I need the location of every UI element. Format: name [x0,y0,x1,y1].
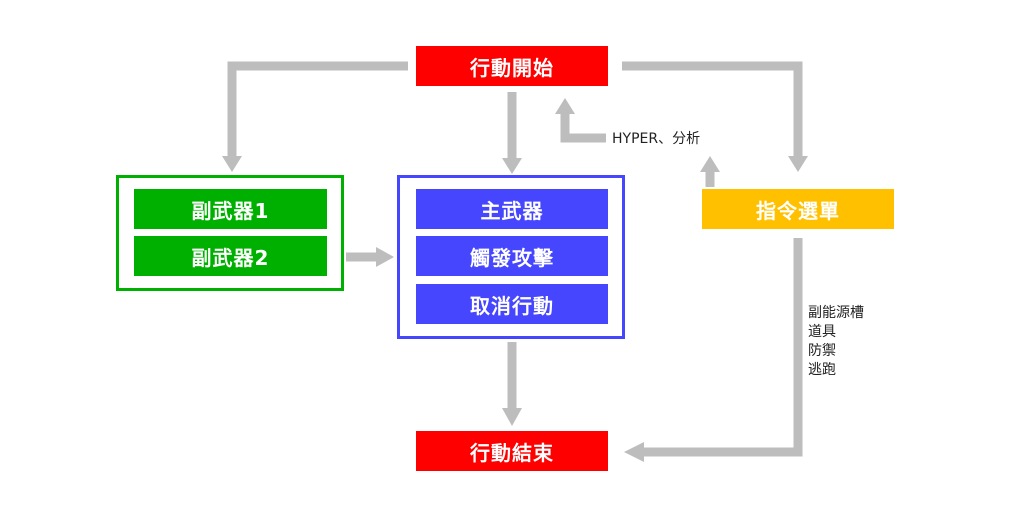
arrowhead-end [502,408,522,426]
edge-label-menu-options: 副能源槽 道具 防禦 逃跑 [808,304,864,380]
node-sub-weapon-2: 副武器2 [134,236,327,276]
main-weapon-group [397,175,625,339]
node-sub-weapon-1: 副武器1 [134,189,327,229]
node-command-menu-label: 指令選單 [756,198,840,223]
node-action-end: 行動結束 [416,431,608,471]
arrowhead-command-menu [788,156,808,172]
arrow-menu-to-end [642,238,803,457]
menu-option-items: 道具 [808,324,836,340]
arrowhead-main-group [502,158,522,174]
node-cancel-action: 取消行動 [416,284,608,324]
menu-option-sub-energy: 副能源槽 [808,305,864,321]
arrow-start-to-sub-weapons [227,61,408,158]
menu-option-escape: 逃跑 [808,362,836,378]
arrowhead-menu-end [624,442,644,462]
node-action-start: 行動開始 [416,46,608,86]
arrow-hyper-to-start [560,112,606,143]
node-command-menu: 指令選單 [702,189,894,229]
edge-label-hyper-analysis: HYPER、分析 [612,131,701,147]
arrow-start-to-command-menu [622,61,803,158]
arrowhead-menu-up [700,156,720,172]
node-action-end-label: 行動結束 [470,440,554,465]
sub-weapon-group [116,175,344,291]
node-action-start-label: 行動開始 [470,55,554,80]
arrowhead-sub-to-main [376,247,394,267]
node-sub-weapon-2-label: 副武器2 [191,245,270,270]
node-main-weapon-label: 主武器 [480,198,544,223]
node-cancel-action-label: 取消行動 [470,293,554,318]
node-main-weapon: 主武器 [416,189,608,229]
arrowhead-sub-weapons [222,156,242,172]
node-trigger-attack: 觸發攻擊 [416,236,608,276]
node-trigger-attack-label: 觸發攻擊 [470,245,554,270]
menu-option-defend: 防禦 [808,343,836,359]
arrowhead-hyper-start [555,98,575,114]
node-sub-weapon-1-label: 副武器1 [191,198,270,223]
